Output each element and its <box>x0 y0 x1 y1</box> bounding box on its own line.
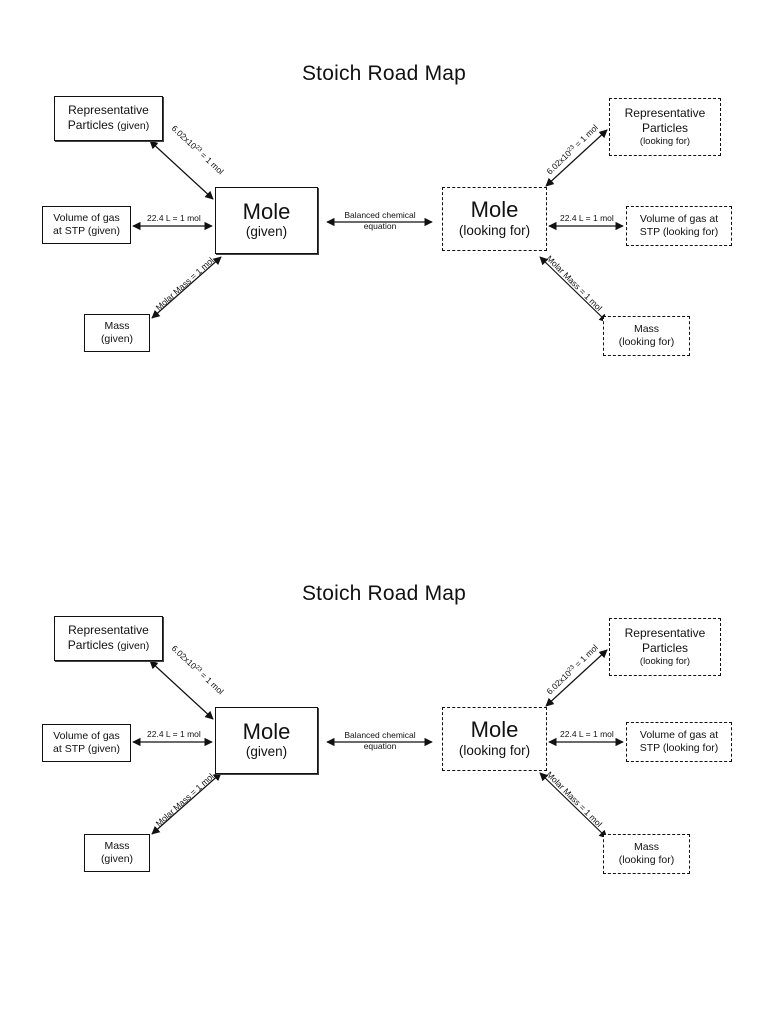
rep-line2: Particles <box>641 121 688 136</box>
mole-sub: (looking for) <box>458 222 531 238</box>
molar-mass-label-given: Molar Mass = 1 mol <box>154 771 216 828</box>
mole-given-box: Mole (given) <box>215 707 318 774</box>
avogadro-label-given: 6.02x1023 = 1 mol <box>170 123 226 176</box>
vol-line1: Volume of gas at <box>639 212 719 225</box>
avogadro-label-looking: 6.02x1023 = 1 mol <box>544 122 600 176</box>
volume-gas-looking-box: Volume of gas at STP (looking for) <box>626 722 732 762</box>
rep-line1: Representative <box>624 106 706 121</box>
mole-title: Mole <box>242 718 291 744</box>
rep-particles-looking-box: Representative Particles (looking for) <box>609 618 721 676</box>
avogadro-label-given: 6.02x1023 = 1 mol <box>170 643 226 696</box>
balanced-equation-label-1: Balanced chemical <box>344 210 415 220</box>
vol-line1: Volume of gas <box>53 729 120 742</box>
mass-line1: Mass <box>104 319 130 332</box>
vol-line2: STP (looking for) <box>639 226 719 238</box>
gas-volume-label-given: 22.4 L = 1 mol <box>147 213 201 223</box>
map-title: Stoich Road Map <box>301 582 467 605</box>
mass-line2: (given) <box>100 333 134 345</box>
rep-line1: Representative <box>68 623 149 638</box>
vol-line1: Volume of gas at <box>639 728 719 741</box>
mole-given-box: Mole (given) <box>215 187 318 254</box>
vol-line2: STP (looking for) <box>639 742 719 754</box>
rep-line2: Particles <box>641 641 688 656</box>
rep-particles-given-box: Representative Particles (given) <box>54 96 163 141</box>
mole-title: Mole <box>470 197 519 223</box>
mole-sub: (looking for) <box>458 742 531 758</box>
map-title: Stoich Road Map <box>301 62 467 85</box>
arrow-mass-to-mole-given <box>151 256 222 319</box>
mass-line2: (given) <box>100 853 134 865</box>
mole-looking-box: Mole (looking for) <box>442 187 547 251</box>
avogadro-label-looking: 6.02x1023 = 1 mol <box>544 642 600 696</box>
rep-line3: (looking for) <box>639 656 691 668</box>
rep-particles-given-box: Representative Particles (given) <box>54 616 163 661</box>
mass-line2: (looking for) <box>618 854 675 866</box>
gas-volume-label-looking: 22.4 L = 1 mol <box>560 213 614 223</box>
mass-looking-box: Mass (looking for) <box>603 834 690 874</box>
rep-suffix: (given) <box>117 640 150 653</box>
arrow-mass-to-mole-given <box>151 772 222 835</box>
gas-volume-label-looking: 22.4 L = 1 mol <box>560 729 614 739</box>
mass-looking-box: Mass (looking for) <box>603 316 690 356</box>
mass-given-box: Mass (given) <box>84 834 150 872</box>
rep-line1: Representative <box>68 103 149 118</box>
mole-title: Mole <box>470 717 519 743</box>
mass-line1: Mass <box>633 840 660 853</box>
balanced-equation-label-1: Balanced chemical <box>344 730 415 740</box>
road-map-2: Stoich Road Map 6.02x1023 = 1 mol 22.4 L… <box>0 520 768 920</box>
arrow-rep-to-mole-given <box>149 140 214 200</box>
molar-mass-label-given: Molar Mass = 1 mol <box>154 255 216 312</box>
mole-sub: (given) <box>245 744 288 760</box>
volume-gas-given-box: Volume of gas at STP (given) <box>42 206 131 244</box>
arrows-layer: 6.02x1023 = 1 mol 22.4 L = 1 mol Molar M… <box>132 642 624 839</box>
rep-particles-looking-box: Representative Particles (looking for) <box>609 98 721 156</box>
rep-line2: Particles <box>67 118 114 133</box>
molar-mass-label-looking: Molar Mass = 1 mol <box>545 253 605 313</box>
mole-looking-box: Mole (looking for) <box>442 707 547 771</box>
arrow-mole-to-rep-looking <box>545 129 608 187</box>
mass-line1: Mass <box>104 839 130 852</box>
mass-line1: Mass <box>633 322 660 335</box>
rep-line2: Particles <box>67 638 114 653</box>
volume-gas-looking-box: Volume of gas at STP (looking for) <box>626 206 732 246</box>
arrow-rep-to-mole-given <box>149 660 214 720</box>
mole-title: Mole <box>242 198 291 224</box>
molar-mass-label-looking: Molar Mass = 1 mol <box>545 769 605 829</box>
vol-line2: at STP (given) <box>53 225 120 237</box>
mole-sub: (given) <box>245 224 288 240</box>
mass-given-box: Mass (given) <box>84 314 150 352</box>
arrow-mole-to-mass-looking <box>539 256 608 323</box>
arrow-mole-to-mass-looking <box>539 772 608 839</box>
vol-line1: Volume of gas <box>53 211 120 224</box>
road-map-1: Stoich Road Map 6.02x1023 = 1 mol 22.4 L… <box>0 0 768 400</box>
mass-line2: (looking for) <box>618 336 675 348</box>
arrows-layer: 6.02x1023 = 1 mol 22.4 L = 1 mol Molar M… <box>132 122 624 323</box>
vol-line2: at STP (given) <box>53 743 120 755</box>
balanced-equation-label-2: equation <box>364 221 397 231</box>
rep-suffix: (given) <box>117 120 150 133</box>
volume-gas-given-box: Volume of gas at STP (given) <box>42 724 131 762</box>
rep-line1: Representative <box>624 626 706 641</box>
rep-line3: (looking for) <box>639 136 691 148</box>
gas-volume-label-given: 22.4 L = 1 mol <box>147 729 201 739</box>
arrow-mole-to-rep-looking <box>545 649 608 707</box>
balanced-equation-label-2: equation <box>364 741 397 751</box>
